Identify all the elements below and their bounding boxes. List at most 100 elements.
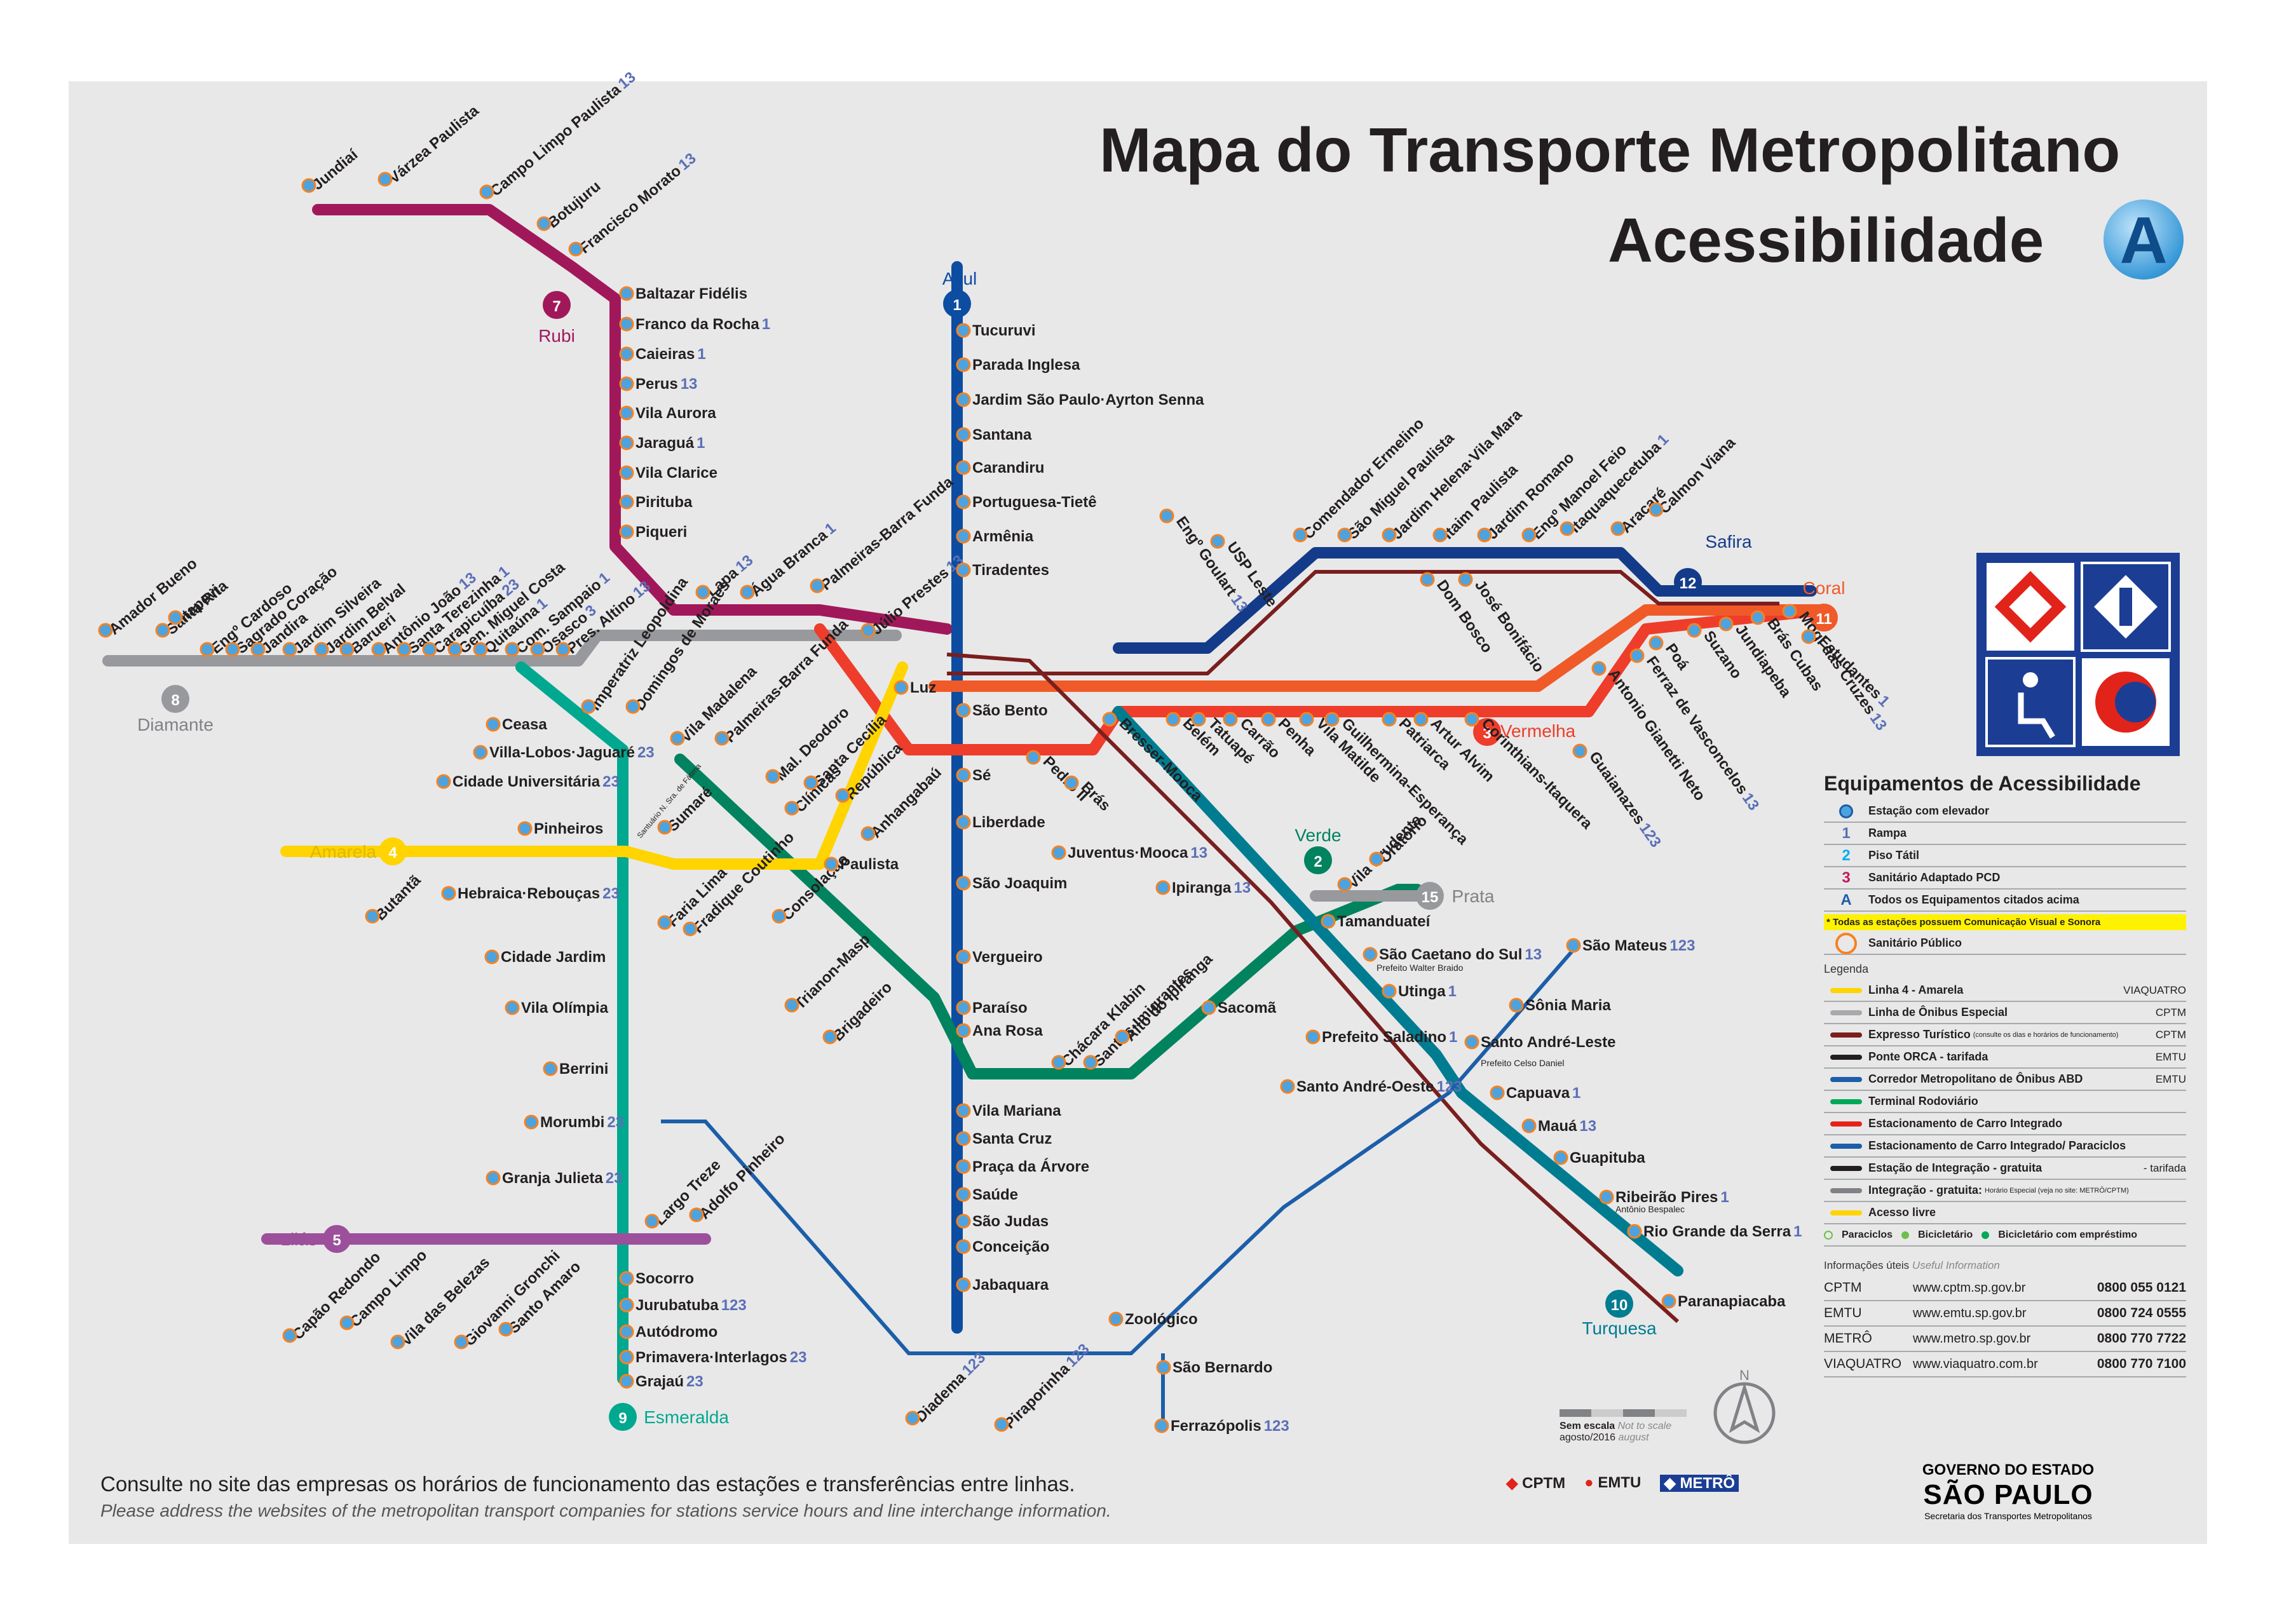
- operator-website-link[interactable]: www.emtu.sp.gov.br: [1913, 1306, 2027, 1320]
- station-label[interactable]: José Bonifácio: [1471, 577, 1547, 675]
- station-marker[interactable]: [619, 316, 634, 332]
- station-marker[interactable]: [956, 529, 971, 544]
- station-marker[interactable]: [1321, 914, 1336, 929]
- station-marker[interactable]: [441, 886, 456, 901]
- station-label[interactable]: Butantã: [372, 872, 425, 924]
- station-marker[interactable]: [339, 1315, 355, 1330]
- station-label[interactable]: Berrini: [559, 1060, 608, 1078]
- station-marker[interactable]: [1156, 1360, 1171, 1375]
- station-marker[interactable]: [1026, 750, 1041, 765]
- station-marker[interactable]: [1477, 527, 1492, 543]
- station-marker[interactable]: [810, 578, 825, 593]
- station-marker[interactable]: [1382, 984, 1397, 999]
- station-marker[interactable]: [543, 1061, 558, 1076]
- station-marker[interactable]: [644, 1214, 660, 1229]
- operator-website-link[interactable]: www.viaquatro.com.br: [1913, 1357, 2038, 1371]
- station-marker[interactable]: [1159, 508, 1174, 524]
- station-label[interactable]: Santo André-Leste: [1481, 1034, 1615, 1051]
- station-marker[interactable]: [1661, 1294, 1676, 1309]
- station-marker[interactable]: [994, 1417, 1009, 1432]
- station-label[interactable]: Santa Cruz: [972, 1130, 1052, 1147]
- station-marker[interactable]: [822, 1029, 838, 1045]
- station-label[interactable]: Tiradentes: [972, 562, 1049, 579]
- station-label[interactable]: Diadema123: [912, 1349, 989, 1426]
- station-marker[interactable]: [1509, 998, 1524, 1013]
- station-marker[interactable]: [447, 642, 463, 657]
- station-label[interactable]: Vila Olímpia: [521, 999, 609, 1017]
- station-marker[interactable]: [1155, 880, 1171, 895]
- station-marker[interactable]: [956, 1103, 971, 1118]
- station-marker[interactable]: [1750, 610, 1765, 625]
- station-marker[interactable]: [1363, 947, 1378, 962]
- station-marker[interactable]: [956, 392, 971, 407]
- station-marker[interactable]: [894, 680, 909, 695]
- station-marker[interactable]: [860, 826, 876, 841]
- station-marker[interactable]: [1560, 521, 1575, 536]
- station-marker[interactable]: [956, 562, 971, 578]
- station-marker[interactable]: [1293, 527, 1308, 543]
- station-marker[interactable]: [784, 801, 799, 816]
- station-marker[interactable]: [740, 585, 755, 600]
- station-marker[interactable]: [619, 494, 634, 510]
- station-marker[interactable]: [397, 642, 412, 657]
- station-label[interactable]: São Judas: [972, 1213, 1049, 1230]
- station-marker[interactable]: [155, 623, 170, 638]
- metro-footer-logo[interactable]: ◆ METRÔ: [1660, 1474, 1739, 1492]
- station-marker[interactable]: [498, 1322, 513, 1337]
- station-marker[interactable]: [98, 623, 113, 638]
- station-marker[interactable]: [1801, 629, 1816, 644]
- station-marker[interactable]: [454, 1334, 469, 1350]
- station-label[interactable]: Luz: [910, 679, 936, 696]
- station-marker[interactable]: [619, 405, 634, 421]
- station-marker[interactable]: [956, 357, 971, 372]
- station-marker[interactable]: [1629, 648, 1645, 663]
- station-marker[interactable]: [619, 435, 634, 450]
- station-marker[interactable]: [1337, 527, 1352, 543]
- station-label[interactable]: Santana: [972, 426, 1032, 443]
- station-label[interactable]: Sacomã: [1218, 999, 1277, 1017]
- station-label[interactable]: Vila Mariana: [972, 1102, 1061, 1120]
- station-marker[interactable]: [1102, 712, 1117, 727]
- station-marker[interactable]: [619, 1374, 634, 1389]
- station-marker[interactable]: [1051, 845, 1066, 860]
- station-label[interactable]: Jundiaí: [309, 145, 362, 194]
- station-label[interactable]: Sé: [972, 767, 991, 784]
- station-marker[interactable]: [619, 1271, 634, 1286]
- station-marker[interactable]: [1115, 1029, 1130, 1045]
- station-marker[interactable]: [1591, 661, 1607, 676]
- station-marker[interactable]: [1490, 1085, 1505, 1100]
- station-marker[interactable]: [1432, 527, 1448, 543]
- station-marker[interactable]: [1464, 712, 1479, 727]
- station-marker[interactable]: [956, 427, 971, 442]
- station-marker[interactable]: [619, 465, 634, 480]
- station-marker[interactable]: [581, 699, 596, 714]
- station-label[interactable]: Portuguesa-Tietê: [972, 494, 1097, 511]
- station-marker[interactable]: [619, 1297, 634, 1313]
- station-marker[interactable]: [860, 623, 876, 638]
- station-marker[interactable]: [619, 1324, 634, 1339]
- station-marker[interactable]: [956, 1187, 971, 1202]
- station-marker[interactable]: [484, 949, 500, 964]
- station-marker[interactable]: [619, 1350, 634, 1365]
- station-marker[interactable]: [835, 788, 850, 803]
- station-label[interactable]: Guaianazes123: [1586, 748, 1664, 851]
- station-marker[interactable]: [1210, 534, 1225, 549]
- station-marker[interactable]: [824, 856, 839, 872]
- station-marker[interactable]: [250, 642, 266, 657]
- station-label[interactable]: Brigadeiro: [829, 978, 895, 1045]
- station-marker[interactable]: [956, 1277, 971, 1292]
- station-label[interactable]: Paulista: [840, 856, 899, 873]
- station-marker[interactable]: [568, 241, 583, 257]
- station-label[interactable]: Piqueri: [636, 524, 687, 541]
- station-marker[interactable]: [536, 216, 552, 231]
- station-marker[interactable]: [625, 699, 641, 714]
